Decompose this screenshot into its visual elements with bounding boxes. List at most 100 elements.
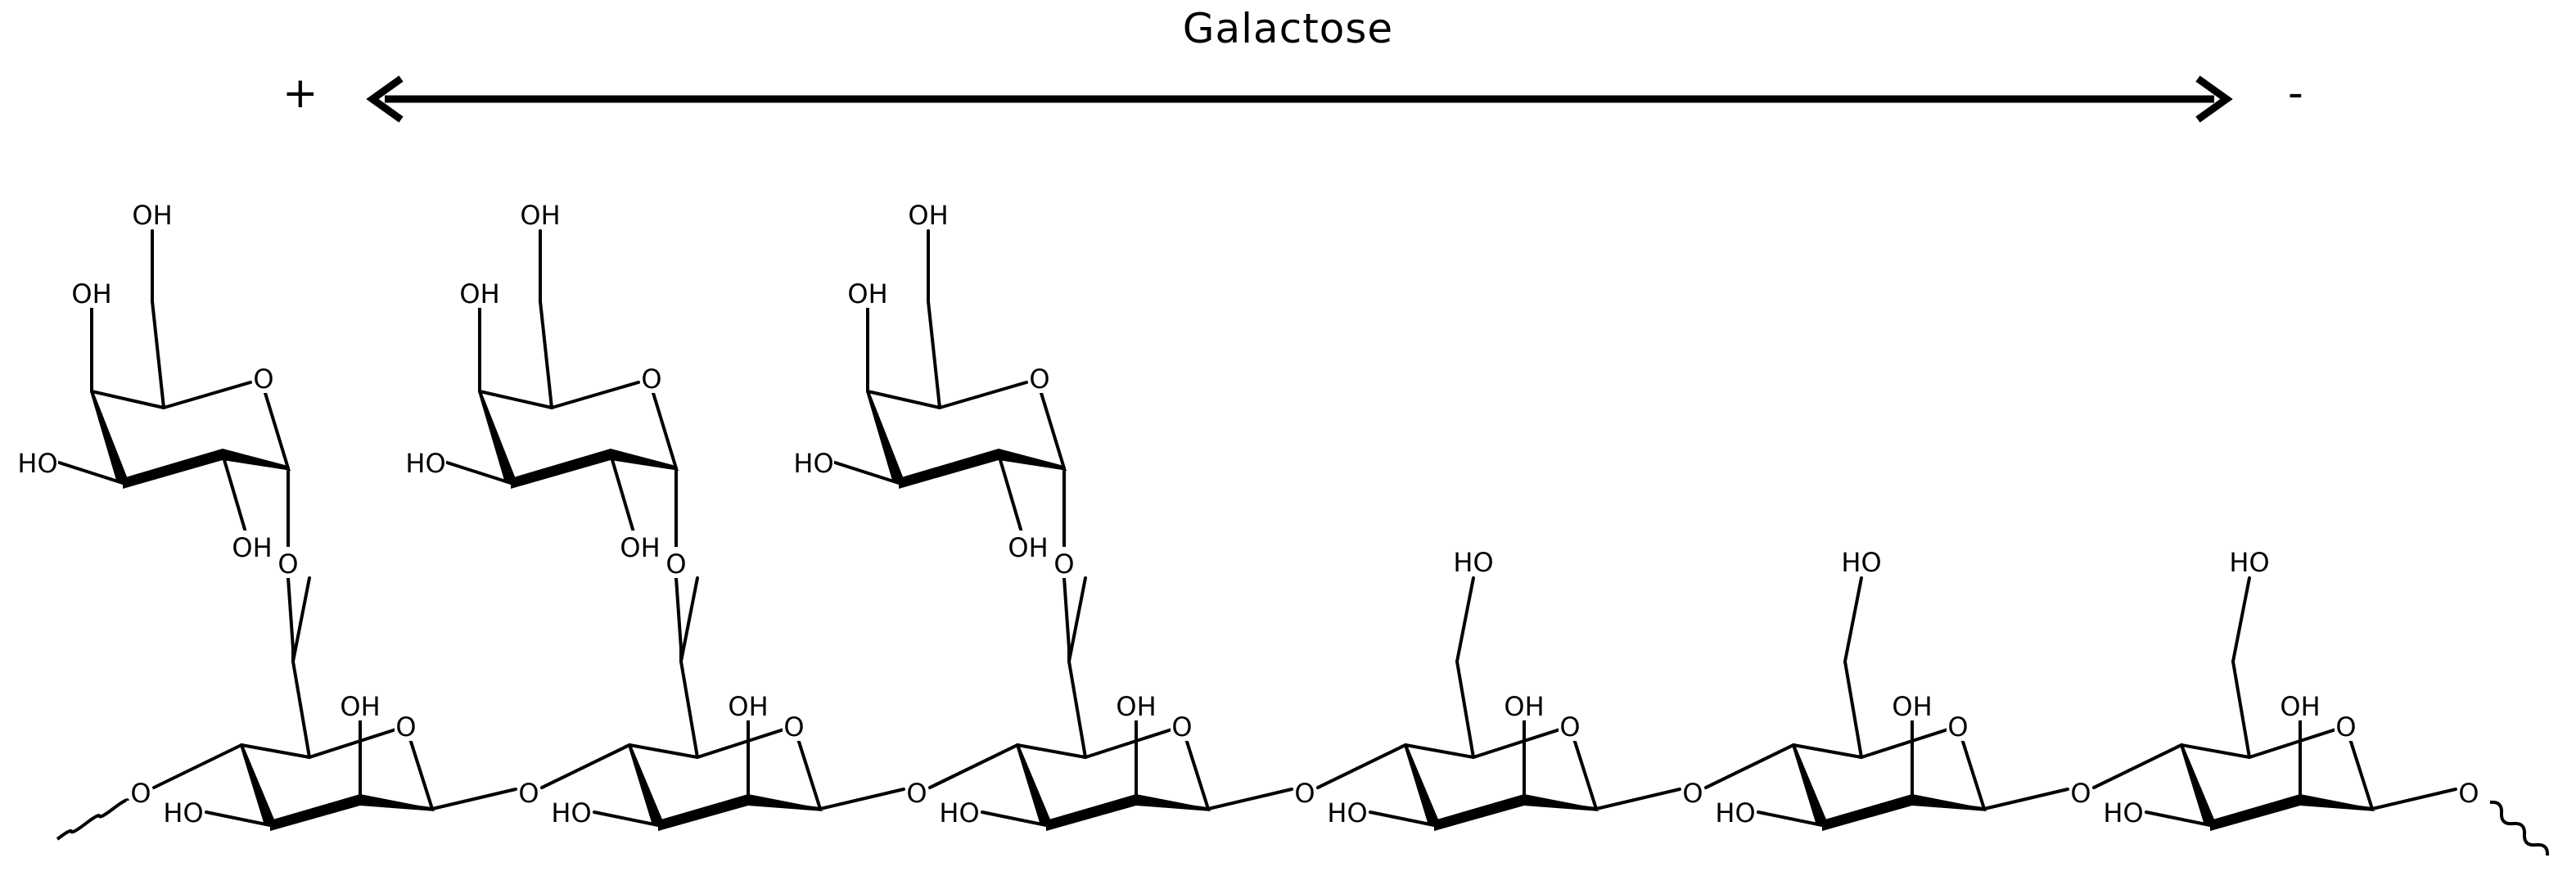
- label-background: [728, 689, 769, 720]
- label-background: [908, 198, 949, 229]
- label-background: [340, 689, 381, 720]
- label-background: [252, 362, 275, 393]
- label-background: [517, 776, 540, 807]
- bond: [162, 381, 252, 409]
- hydroxyl-label: OH: [1892, 691, 1932, 722]
- bond: [57, 461, 124, 485]
- ring-oxygen-label: O: [253, 363, 273, 395]
- bond: [291, 660, 311, 759]
- wedge-bond: [240, 745, 277, 825]
- bond: [927, 300, 941, 409]
- label-background: [665, 547, 688, 578]
- label-background: [1171, 710, 1193, 741]
- bold-ring-bond: [270, 794, 360, 831]
- hydroxyl-label: HO: [163, 797, 203, 829]
- hydroxyl-label: HO: [939, 797, 979, 829]
- label-background: [1028, 362, 1051, 393]
- label-background: [1453, 545, 1494, 576]
- label-background: [1116, 689, 1157, 720]
- bond: [938, 381, 1028, 409]
- label-background: [1293, 776, 1316, 807]
- bond: [1595, 788, 1681, 810]
- label-background: [2069, 776, 2092, 807]
- hydroxyl-label: HO: [2103, 797, 2143, 829]
- bond: [833, 461, 900, 485]
- ring-oxygen-label: O: [1559, 711, 1580, 743]
- bond: [1843, 576, 1863, 663]
- bond: [2145, 810, 2212, 827]
- label-background: [939, 796, 980, 827]
- bond: [152, 743, 243, 789]
- bold-ring-bond: [999, 449, 1067, 471]
- bond: [1404, 743, 1475, 759]
- hydroxyl-label: OH: [232, 532, 272, 563]
- hydroxyl-label: OH: [908, 200, 948, 231]
- label-background: [620, 531, 661, 562]
- hydroxyl-label: HO: [1327, 797, 1367, 829]
- label-background: [1559, 710, 1581, 741]
- label-background: [640, 362, 663, 393]
- bond: [674, 576, 683, 650]
- bold-ring-bond: [748, 794, 823, 811]
- bold-ring-bond: [1822, 794, 1912, 831]
- wedge-bond: [478, 391, 517, 483]
- double-headed-arrow: [366, 75, 2233, 123]
- bond: [1067, 576, 1087, 663]
- bond: [205, 810, 272, 827]
- bond: [1016, 743, 1087, 759]
- bond: [1757, 810, 1824, 827]
- bond: [1455, 660, 1475, 759]
- label-background: [1053, 547, 1076, 578]
- bold-ring-bond: [511, 449, 611, 489]
- glycosidic-oxygen-label: O: [1053, 549, 1074, 580]
- bond: [1040, 391, 1066, 470]
- bold-ring-bond: [1434, 794, 1524, 831]
- bond: [696, 725, 796, 759]
- bond: [291, 576, 311, 663]
- hydroxyl-label: OH: [2280, 691, 2320, 722]
- hydroxyl-label: HO: [1841, 547, 1881, 578]
- bond: [2231, 660, 2251, 759]
- bond: [1207, 788, 1293, 810]
- label-background: [2457, 776, 2480, 807]
- label-background: [163, 796, 204, 827]
- bold-ring-bond: [2210, 794, 2300, 831]
- ring-oxygen-label: O: [783, 711, 804, 743]
- bond: [997, 453, 1023, 534]
- bond: [609, 453, 635, 534]
- label-background: [551, 796, 592, 827]
- bond: [1792, 743, 1863, 759]
- glycosidic-oxygen-label: O: [2070, 778, 2091, 809]
- bond: [1843, 660, 1863, 759]
- bond: [431, 788, 517, 810]
- bond: [819, 788, 905, 810]
- hydroxyl-label: HO: [1453, 547, 1493, 578]
- hydroxyl-label: OH: [847, 278, 887, 309]
- label-background: [1504, 689, 1545, 720]
- hydroxyl-label: OH: [340, 691, 380, 722]
- wedge-bond: [2180, 745, 2217, 825]
- wedge-bond: [1792, 745, 1829, 825]
- ring-oxygen-label: O: [2335, 711, 2356, 743]
- bond: [2248, 725, 2348, 759]
- bond: [2231, 576, 2251, 663]
- label-background: [1947, 710, 1969, 741]
- bond: [1472, 725, 1572, 759]
- wedge-bond: [1404, 745, 1441, 825]
- bold-ring-bond: [1046, 794, 1136, 831]
- hydroxyl-label: OH: [1116, 691, 1156, 722]
- label-background: [132, 198, 173, 229]
- glycosidic-oxygen-label: O: [277, 549, 298, 580]
- bond: [308, 725, 408, 759]
- bold-ring-bond: [899, 449, 999, 489]
- hydroxyl-label: OH: [71, 278, 111, 309]
- hydroxyl-label: HO: [17, 448, 57, 479]
- label-background: [2335, 710, 2357, 741]
- bond: [1316, 743, 1407, 789]
- wedge-bond: [866, 391, 905, 483]
- bond: [2092, 743, 2183, 789]
- bond: [1067, 660, 1087, 759]
- label-background: [1715, 796, 1756, 827]
- hydroxyl-label: OH: [520, 200, 560, 231]
